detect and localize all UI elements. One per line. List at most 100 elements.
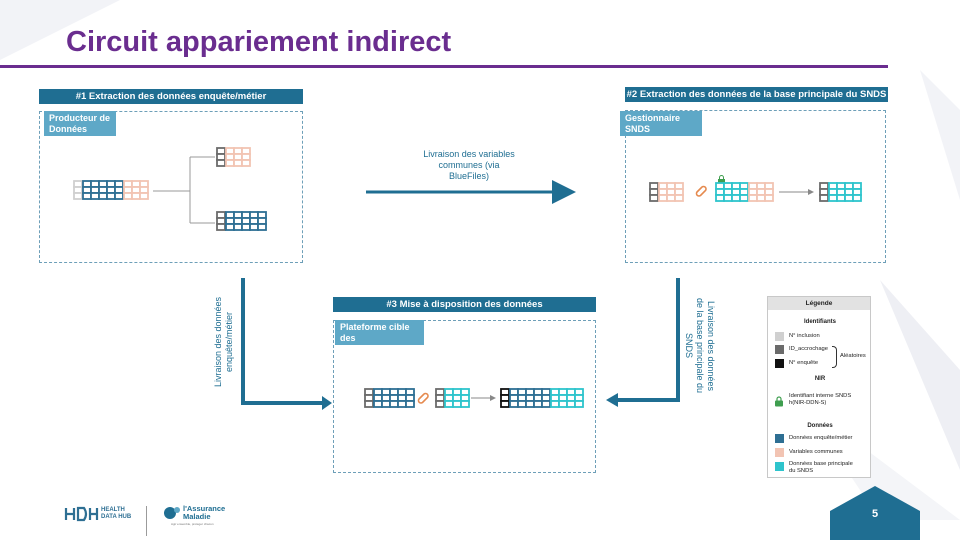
legend-nir-line1: Identifiant interne SNDS	[789, 393, 852, 399]
table-cell	[225, 159, 235, 167]
table-cell	[364, 400, 374, 408]
table-cell	[435, 400, 445, 408]
table-cell	[139, 192, 149, 200]
legend-nir-desc: Identifiant interne SNDS h(NIR-DDN-S)	[789, 393, 851, 407]
table-cell	[233, 223, 243, 231]
step1-enquete-table	[216, 211, 267, 231]
page-badge	[830, 486, 920, 540]
legend-d2: Variables communes	[789, 449, 843, 455]
table-cell	[373, 400, 383, 408]
legend-panel: Légende Identifiants N° inclusion ID_acc…	[767, 296, 871, 478]
legend-d3-line2: du SNDS	[789, 468, 814, 474]
table-cell	[216, 223, 226, 231]
table-cell	[658, 194, 668, 202]
step3-label: Plateforme cible des données appariées	[335, 320, 424, 365]
flow-top-line2: communes (via	[438, 160, 500, 170]
table-cell	[241, 223, 251, 231]
legend-aleatoires: Aléatoires	[840, 353, 866, 359]
legend-swatch-d1	[775, 434, 784, 443]
table-cell	[533, 400, 543, 408]
step2-link-icon	[695, 185, 707, 197]
hdh-logo-icon	[64, 506, 99, 522]
am-line2: Maladie	[183, 512, 211, 521]
table-cell	[836, 194, 846, 202]
table-cell	[389, 400, 399, 408]
step2-label: Gestionnaire SNDS	[620, 111, 702, 136]
table-cell	[517, 400, 527, 408]
table-cell	[257, 223, 267, 231]
table-cell	[828, 194, 838, 202]
step1-label-line1: Producteur de	[49, 113, 111, 123]
table-cell	[674, 194, 684, 202]
link-icon	[695, 185, 707, 197]
legend-title: Légende	[768, 297, 870, 310]
step1-header: #1 Extraction des données enquête/métier	[39, 89, 303, 104]
step2-source-table	[649, 182, 684, 202]
table-cell	[82, 192, 92, 200]
am-line1: l'Assurance	[183, 504, 226, 513]
step1-label-line2: Données	[49, 124, 88, 134]
table-cell	[233, 159, 243, 167]
table-cell	[558, 400, 568, 408]
table-cell	[106, 192, 116, 200]
flow-top-line3: BlueFiles)	[448, 171, 489, 181]
table-cell	[452, 400, 462, 408]
footer-separator	[146, 506, 147, 536]
legend-d3-line1: Données base principale	[789, 461, 853, 467]
table-cell	[216, 159, 226, 167]
table-cell	[666, 194, 676, 202]
table-cell	[723, 194, 733, 202]
table-cell	[844, 194, 854, 202]
step2-header: #2 Extraction des données de la base pri…	[625, 87, 888, 102]
link-icon	[417, 392, 429, 404]
table-cell	[739, 194, 749, 202]
table-cell	[123, 192, 133, 200]
table-cell	[649, 194, 659, 202]
legend-identifiants: Identifiants	[803, 319, 836, 325]
table-cell	[444, 400, 454, 408]
table-cell	[525, 400, 535, 408]
assurance-maladie-logo-icon	[164, 507, 180, 519]
table-cell	[541, 400, 551, 408]
table-cell	[114, 192, 124, 200]
legend-swatch-enquete	[775, 359, 784, 368]
table-cell	[500, 400, 510, 408]
step2-result-table	[819, 182, 862, 202]
legend-swatch-accrochage	[775, 345, 784, 354]
table-cell	[550, 400, 560, 408]
flow-left-arrow	[241, 278, 322, 405]
flow-right-arrow	[618, 278, 680, 402]
table-cell	[748, 194, 758, 202]
table-cell	[249, 223, 259, 231]
legend-donnees: Données	[807, 423, 833, 429]
table-cell	[764, 194, 774, 202]
table-cell	[731, 194, 741, 202]
table-cell	[90, 192, 100, 200]
flow-right-line3: SNDS	[684, 333, 694, 359]
legend-brace	[832, 346, 837, 368]
am-logo-text: l'Assurance Maladie	[183, 505, 225, 521]
table-cell	[98, 192, 108, 200]
step2-box	[625, 110, 886, 263]
table-cell	[715, 194, 725, 202]
step3-snds-table	[435, 388, 470, 408]
step3-label-line1: Plateforme cible des	[340, 322, 410, 343]
legend-nir: NIR	[814, 376, 826, 382]
lock-icon	[718, 179, 725, 184]
legend-inclusion: N° inclusion	[789, 333, 820, 339]
flow-right-text: Livraison des données de la base princip…	[683, 296, 716, 396]
step1-label: Producteur de Données	[44, 111, 116, 136]
legend-d1: Données enquête/métier	[789, 435, 853, 441]
legend-swatch-d3	[775, 462, 784, 471]
legend-enquete: N° enquête	[789, 360, 819, 366]
table-cell	[852, 194, 862, 202]
page-number: 5	[871, 508, 879, 520]
step1-box	[39, 111, 303, 263]
legend-nir-line2: h(NIR-DDN-S)	[789, 400, 827, 406]
flow-top-line1: Livraison des variables	[423, 149, 515, 159]
step1-variables-table	[216, 147, 251, 167]
step2-snds-table	[715, 175, 774, 202]
table-cell	[566, 400, 576, 408]
hdh-logo-text: HEALTH DATA HUB	[101, 507, 131, 521]
